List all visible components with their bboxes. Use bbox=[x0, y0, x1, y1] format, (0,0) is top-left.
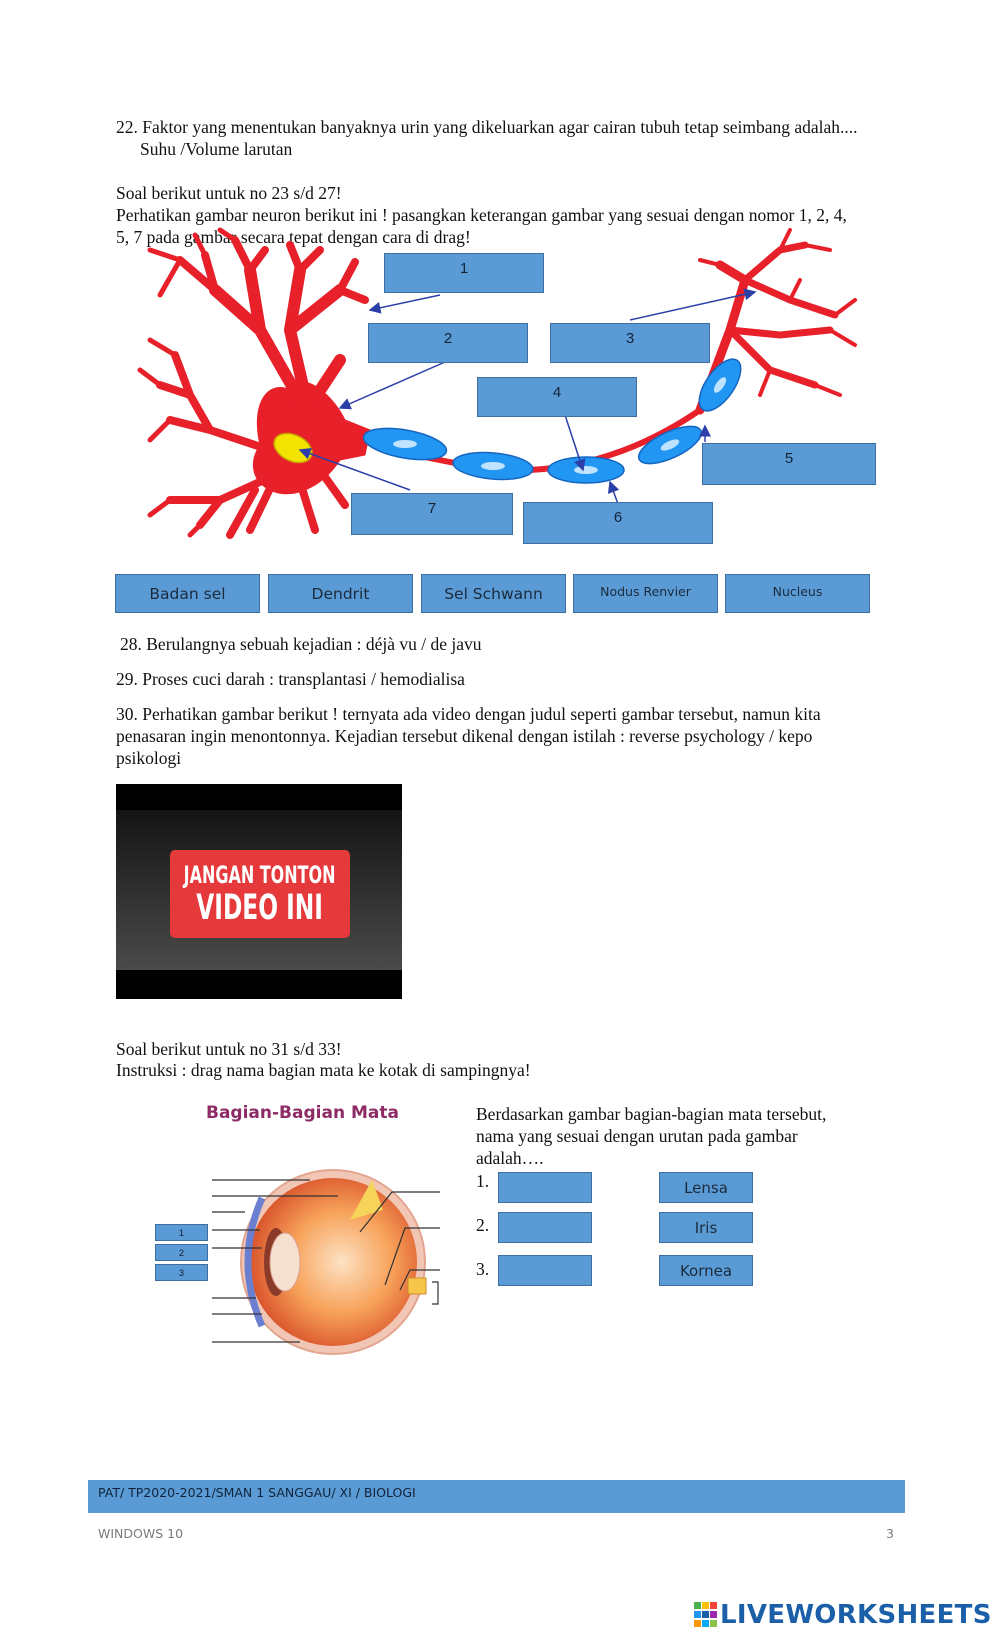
neuron-label-5: 5 bbox=[784, 450, 794, 467]
ciliary-detail bbox=[350, 1180, 383, 1220]
eye-drop-box-1[interactable]: 1 bbox=[155, 1224, 208, 1241]
neuron-instruction-2: 5, 7 pada gambar secara tepat dengan car… bbox=[116, 227, 471, 247]
neuron-drop-box-1[interactable]: 1 bbox=[384, 253, 544, 293]
liveworksheets-logo-icon bbox=[694, 1602, 717, 1627]
video-title-line-2: VIDEO INI bbox=[196, 887, 324, 928]
video-title-banner: JANGAN TONTON VIDEO INI bbox=[170, 850, 350, 938]
q30-line-1: 30. Perhatikan gambar berikut ! ternyata… bbox=[116, 704, 821, 724]
optic-nerve bbox=[407, 1277, 427, 1295]
choice-iris[interactable]: Iris bbox=[659, 1212, 753, 1243]
eye-question-line-2: nama yang sesuai dengan urutan pada gamb… bbox=[476, 1126, 798, 1146]
eye-answer-box-3[interactable] bbox=[498, 1255, 592, 1286]
choice-sel-schwann[interactable]: Sel Schwann bbox=[421, 574, 566, 613]
liveworksheets-logo: LIVEWORKSHEETS bbox=[694, 1600, 992, 1630]
choice-dendrit[interactable]: Dendrit bbox=[268, 574, 413, 613]
eye-number-2: 2 bbox=[178, 1247, 184, 1258]
neuron-label-6: 6 bbox=[613, 509, 623, 526]
neuron-drop-box-6[interactable]: 6 bbox=[523, 502, 713, 544]
neuron-drop-box-4[interactable]: 4 bbox=[477, 377, 637, 417]
footer-os: WINDOWS 10 bbox=[98, 1526, 184, 1541]
neuron-cell-body bbox=[137, 227, 371, 539]
q22-options: Suhu /Volume larutan bbox=[140, 139, 293, 159]
eye-drop-box-3[interactable]: 3 bbox=[155, 1264, 208, 1281]
neuron-instruction-1: Perhatikan gambar neuron berikut ini ! p… bbox=[116, 205, 847, 225]
label-arrows bbox=[298, 288, 757, 505]
footer-band-text: PAT/ TP2020-2021/SMAN 1 SANGGAU/ XI / BI… bbox=[98, 1485, 416, 1500]
eye-number-1: 1 bbox=[178, 1227, 184, 1238]
neuron-label-7: 7 bbox=[427, 500, 437, 517]
neuron-drop-box-5[interactable]: 5 bbox=[702, 443, 876, 485]
eye-intro: Soal berikut untuk no 31 s/d 33! bbox=[116, 1039, 342, 1059]
choice-nucleus[interactable]: Nucleus bbox=[725, 574, 870, 613]
eye-question-line-3: adalah…. bbox=[476, 1148, 544, 1168]
eyeball-interior bbox=[249, 1178, 417, 1346]
lens-shape bbox=[269, 1232, 301, 1292]
choice-kornea[interactable]: Kornea bbox=[659, 1255, 753, 1286]
eye-number-3: 3 bbox=[178, 1267, 184, 1278]
eye-pointer-lines bbox=[212, 1179, 440, 1343]
neuron-label-3: 3 bbox=[625, 330, 635, 347]
choice-badan-sel[interactable]: Badan sel bbox=[115, 574, 260, 613]
eye-drop-box-2[interactable]: 2 bbox=[155, 1244, 208, 1261]
answer-number-3: 3. bbox=[476, 1259, 490, 1279]
neuron-drop-box-7[interactable]: 7 bbox=[351, 493, 513, 535]
cornea-shape bbox=[244, 1196, 266, 1328]
eye-diagram bbox=[212, 1169, 440, 1355]
q30-line-3: psikologi bbox=[116, 748, 182, 768]
q28: 28. Berulangnya sebuah kejadian : déjà v… bbox=[120, 634, 482, 654]
neuron-intro: Soal berikut untuk no 23 s/d 27! bbox=[116, 183, 342, 203]
neuron-drop-box-2[interactable]: 2 bbox=[368, 323, 528, 363]
eye-instruction: Instruksi : drag nama bagian mata ke kot… bbox=[116, 1060, 531, 1080]
footer-band: PAT/ TP2020-2021/SMAN 1 SANGGAU/ XI / BI… bbox=[88, 1480, 905, 1513]
eye-question-line-1: Berdasarkan gambar bagian-bagian mata te… bbox=[476, 1104, 827, 1124]
q30-line-2: penasaran ingin menontonnya. Kejadian te… bbox=[116, 726, 813, 746]
answer-number-1: 1. bbox=[476, 1171, 490, 1191]
neuron-label-2: 2 bbox=[443, 330, 453, 347]
eye-answer-box-1[interactable] bbox=[498, 1172, 592, 1203]
q29: 29. Proses cuci darah : transplantasi / … bbox=[116, 669, 465, 689]
video-thumbnail: JANGAN TONTON VIDEO INI bbox=[116, 784, 402, 999]
choice-nodus-renvier[interactable]: Nodus Renvier bbox=[573, 574, 718, 613]
neuron-label-1: 1 bbox=[459, 260, 469, 277]
eye-image-title: Bagian-Bagian Mata bbox=[206, 1103, 399, 1123]
liveworksheets-brand-text: LIVEWORKSHEETS bbox=[720, 1600, 992, 1630]
video-title-line-1: JANGAN TONTON bbox=[184, 860, 336, 889]
eye-answer-box-2[interactable] bbox=[498, 1212, 592, 1243]
neuron-drop-box-3[interactable]: 3 bbox=[550, 323, 710, 363]
q22-question: 22. Faktor yang menentukan banyaknya uri… bbox=[116, 117, 858, 137]
footer-page-number: 3 bbox=[886, 1526, 894, 1541]
neuron-diagram bbox=[137, 227, 857, 539]
neuron-label-4: 4 bbox=[552, 384, 562, 401]
choice-lensa[interactable]: Lensa bbox=[659, 1172, 753, 1203]
answer-number-2: 2. bbox=[476, 1215, 490, 1235]
